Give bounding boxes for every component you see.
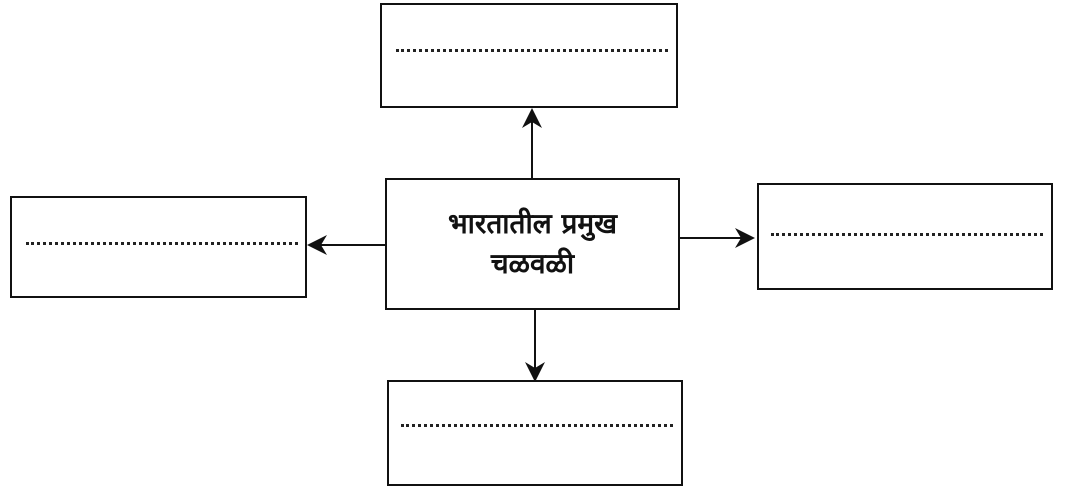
center-title-line2: चळवळी [490,247,575,280]
blank-line-left[interactable] [26,242,298,245]
top-box [380,3,678,108]
blank-line-right[interactable] [771,233,1043,236]
left-box [10,196,307,298]
center-box: भारतातील प्रमुख चळवळी [385,178,680,310]
right-box [757,183,1053,290]
blank-line-top[interactable] [396,49,668,52]
blank-line-bottom[interactable] [401,424,673,427]
center-title-line1: भारतातील प्रमुख [447,207,618,240]
bottom-box [387,380,683,486]
